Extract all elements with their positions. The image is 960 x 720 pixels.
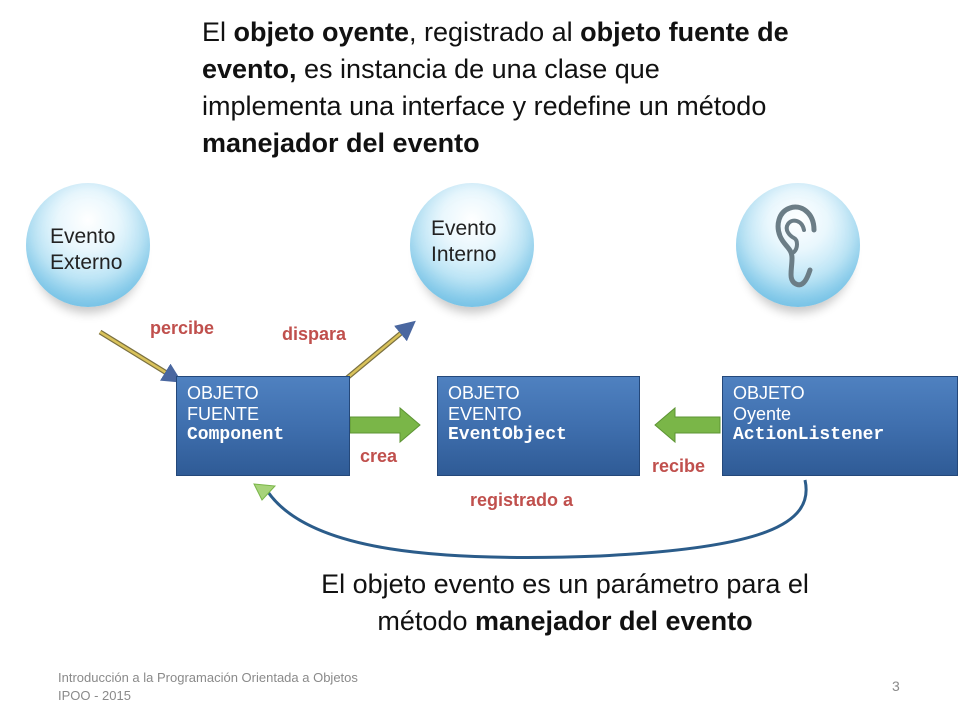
event-object-box: OBJETO EVENTO EventObject (437, 376, 640, 476)
registrado-label: registrado a (470, 490, 574, 510)
top-paragraph: El objeto oyente, registrado al objeto f… (202, 17, 789, 158)
crea-label: crea (360, 446, 398, 466)
external-event-sphere (26, 183, 150, 307)
external-event-label: Evento Externo (50, 225, 123, 274)
listener-object-box: OBJETO Oyente ActionListener (722, 376, 958, 476)
ear-icon (775, 204, 817, 288)
recibe-arrow (654, 406, 721, 444)
crea-arrow (349, 406, 421, 444)
bottom-paragraph: El objeto evento es un parámetro para el… (321, 569, 809, 636)
registrado-curve (266, 479, 808, 560)
footer: Introducción a la Programación Orientada… (58, 669, 358, 705)
internal-event-label: Evento Interno (431, 217, 497, 266)
footer-year: IPOO - 2015 (58, 688, 131, 703)
recibe-label: recibe (652, 456, 706, 476)
page-number: 3 (892, 678, 900, 694)
footer-course: Introducción a la Programación Orientada… (58, 670, 358, 685)
internal-event-sphere (410, 183, 534, 307)
dispara-label: dispara (282, 324, 347, 344)
source-object-box: OBJETO FUENTE Component (176, 376, 350, 476)
percibe-label: percibe (150, 318, 215, 338)
